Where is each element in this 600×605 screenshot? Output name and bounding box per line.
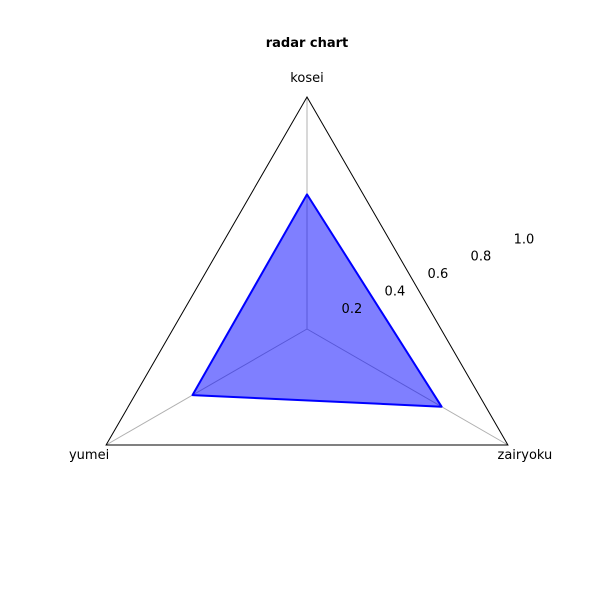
outer-frame — [105, 95, 509, 446]
frame-layer — [105, 95, 509, 446]
radial-tick-label: 1.0 — [514, 232, 535, 247]
radial-tick-label: 0.2 — [342, 302, 363, 317]
series-polygon-0 — [191, 193, 443, 408]
axis-label-yumei: yumei — [69, 448, 109, 463]
series-layer — [191, 193, 443, 408]
radial-ticks: 0.2 0.4 0.6 0.8 1.0 — [342, 232, 535, 317]
radial-tick-label: 0.8 — [471, 250, 492, 265]
radial-tick-label: 0.4 — [385, 285, 406, 300]
chart-title: radar chart — [266, 36, 349, 51]
axis-label-zairyoku: zairyoku — [498, 448, 553, 463]
axis-labels: kosei zairyoku yumei — [69, 71, 552, 463]
axis-label-kosei: kosei — [290, 71, 323, 86]
radial-tick-label: 0.6 — [428, 267, 449, 282]
